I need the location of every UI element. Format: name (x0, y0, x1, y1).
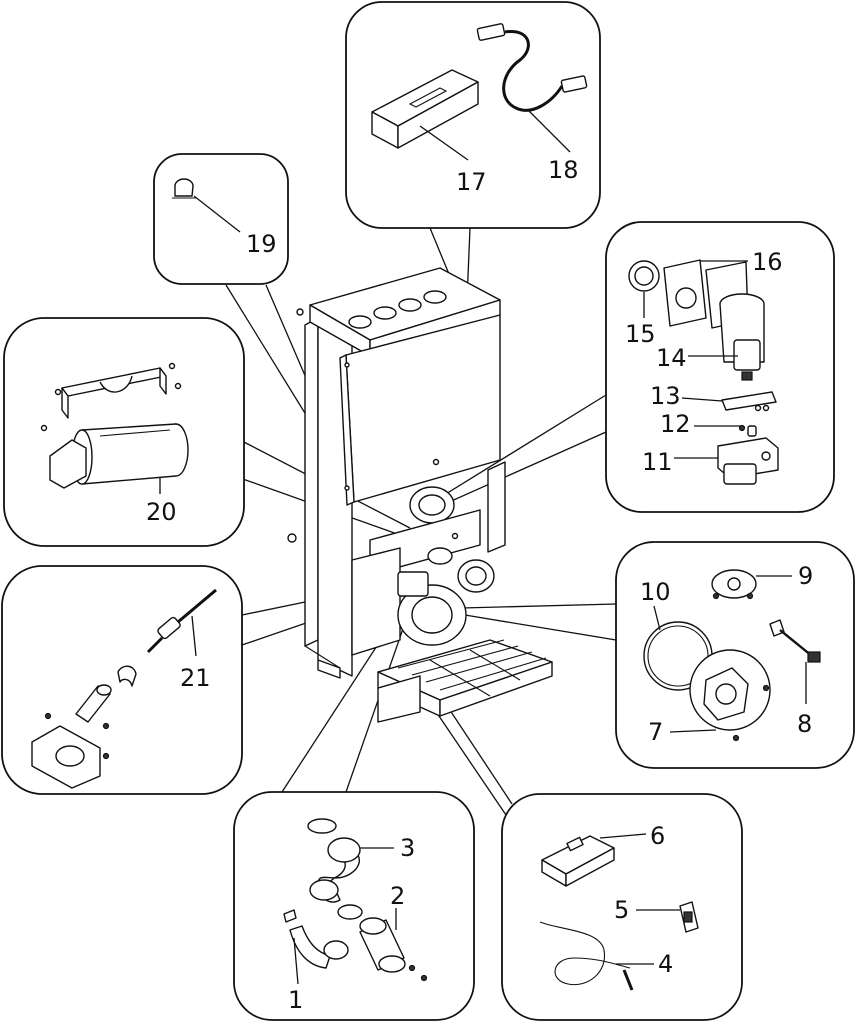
label-3: 3 (400, 834, 415, 862)
part-13-bracket (721, 391, 777, 411)
callout-fan-assembly: 15 16 14 13 12 11 (605, 221, 835, 513)
part-7-burner-head (689, 649, 771, 742)
label-13: 13 (650, 382, 681, 410)
label-9: 9 (798, 562, 813, 590)
part-4-cable-sensor (539, 921, 634, 991)
label-4: 4 (658, 950, 673, 978)
part-20-burner-tube (49, 423, 189, 489)
label-20: 20 (146, 498, 177, 526)
part-3-hose (307, 818, 363, 920)
part-6-controller (541, 835, 615, 887)
label-10: 10 (640, 578, 671, 606)
part-11-motor (717, 437, 779, 485)
label-21: 21 (180, 664, 211, 692)
label-8: 8 (797, 710, 812, 738)
part-8-electrode (769, 619, 821, 663)
label-11: 11 (642, 448, 673, 476)
callout-hoses: 3 2 1 (233, 791, 475, 1021)
label-12: 12 (660, 410, 691, 438)
label-18: 18 (548, 156, 579, 184)
label-7: 7 (648, 718, 663, 746)
label-19: 19 (246, 230, 277, 258)
callout-control-unit: 17 18 (345, 1, 601, 229)
callout-clip: 19 (153, 153, 289, 285)
part-1-hose (283, 909, 349, 969)
label-16: 16 (752, 248, 783, 276)
part-9-sensor (711, 569, 757, 600)
part-19-clip (172, 178, 196, 199)
label-5: 5 (614, 896, 629, 924)
part-18-wiring-harness (476, 23, 588, 112)
part-12-pin (747, 425, 757, 437)
part-21-igniter-rod (146, 588, 217, 654)
part-14-fan-housing (719, 293, 765, 381)
label-17: 17 (456, 168, 487, 196)
label-1: 1 (288, 986, 303, 1014)
label-6: 6 (650, 822, 665, 850)
part-2-pipe (359, 917, 428, 982)
label-14: 14 (656, 344, 687, 372)
part-5-switch (679, 901, 699, 933)
callout-burner-tube: 20 (3, 317, 245, 547)
callout-electrics: 6 5 4 (501, 793, 743, 1021)
main-unit (287, 267, 553, 723)
callout-burner-head: 9 10 8 7 (615, 541, 855, 769)
label-2: 2 (390, 882, 405, 910)
label-15: 15 (625, 320, 656, 348)
callout-igniter: 21 (1, 565, 243, 795)
